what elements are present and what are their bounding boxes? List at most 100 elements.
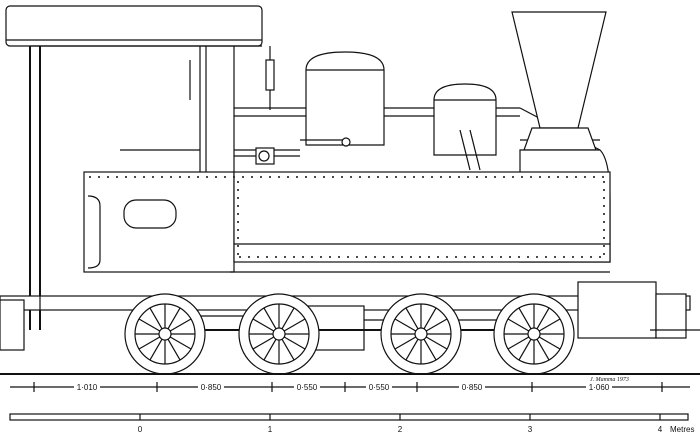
rivet [269, 176, 271, 178]
rivet [491, 256, 493, 258]
wheel-spoke [518, 307, 532, 330]
scale-tick-label: 2 [398, 425, 403, 434]
wheel-spoke [538, 336, 561, 350]
wheel-spoke [167, 307, 181, 330]
rivet [341, 176, 343, 178]
rivet [566, 176, 568, 178]
rivet [197, 176, 199, 178]
rivet [206, 176, 208, 178]
scale-unit-label: Metres [670, 425, 694, 434]
rivet [368, 176, 370, 178]
wheel-spoke [507, 318, 530, 332]
rivet [603, 181, 605, 183]
rivet [383, 256, 385, 258]
rivet [603, 221, 605, 223]
rivet [581, 256, 583, 258]
rivet [278, 176, 280, 178]
rivet [548, 176, 550, 178]
rivet [584, 176, 586, 178]
wheel-spoke [394, 336, 417, 350]
rivet [473, 256, 475, 258]
rivet [161, 176, 163, 178]
rivet [557, 176, 559, 178]
rivet [116, 176, 118, 178]
scale-bar: 0 1 2 3 4 Metres [9, 413, 694, 434]
rivet [311, 256, 313, 258]
wheel-spoke [169, 318, 192, 332]
rivet [251, 176, 253, 178]
dimension-label: 0·550 [297, 383, 318, 392]
rivet [500, 256, 502, 258]
rivet [237, 221, 239, 223]
rivet [338, 256, 340, 258]
rivet [329, 256, 331, 258]
wheel-spoke [169, 336, 192, 350]
wheel-spoke [283, 336, 306, 350]
rivet [143, 176, 145, 178]
rivet [603, 213, 605, 215]
wheel-spoke [507, 336, 530, 350]
rivet [386, 176, 388, 178]
rivet [332, 176, 334, 178]
rivet [401, 256, 403, 258]
rivet [320, 256, 322, 258]
dimension-line: 1·010 0·850 0·550 0·550 0·850 1·060 J. M… [10, 377, 690, 393]
cab-roof [5, 5, 263, 47]
rivet [530, 176, 532, 178]
rivet [237, 213, 239, 215]
wheel-spoke [283, 318, 306, 332]
rivet [545, 256, 547, 258]
rivet [437, 256, 439, 258]
wheel-spoke [167, 338, 181, 361]
rivets [89, 176, 605, 258]
wheel-spoke [536, 338, 550, 361]
rivet [134, 176, 136, 178]
rivet [233, 176, 235, 178]
rivet [413, 176, 415, 178]
rivet [590, 256, 592, 258]
signature: J. Mamma 1973 [590, 377, 629, 383]
rivet [464, 256, 466, 258]
wheel-spoke [138, 318, 161, 332]
rivet [374, 256, 376, 258]
rivet [237, 197, 239, 199]
rivet [284, 256, 286, 258]
wheel-spoke [149, 307, 163, 330]
rivet [512, 176, 514, 178]
rivet [359, 176, 361, 178]
rivet [356, 256, 358, 258]
wheel-spoke [149, 338, 163, 361]
rivet [422, 176, 424, 178]
rivet [350, 176, 352, 178]
rivet [503, 176, 505, 178]
rivet [572, 256, 574, 258]
rivet [527, 256, 529, 258]
rivet [494, 176, 496, 178]
wheel-spoke [281, 338, 295, 361]
rivet [293, 256, 295, 258]
rivet [404, 176, 406, 178]
rivet [593, 176, 595, 178]
sand-dome [433, 83, 497, 156]
rivet [476, 176, 478, 178]
rivet [260, 176, 262, 178]
wheel-spoke [138, 336, 161, 350]
rivet [237, 229, 239, 231]
rivet [428, 256, 430, 258]
rivet [509, 256, 511, 258]
wheel-spoke [281, 307, 295, 330]
rivet [395, 176, 397, 178]
dimension-label: 0·850 [201, 383, 222, 392]
wheel-spoke [538, 318, 561, 332]
rivet [323, 176, 325, 178]
wheel-spoke [425, 336, 448, 350]
rivet [482, 256, 484, 258]
rivet [536, 256, 538, 258]
rivet [599, 256, 601, 258]
rivet [521, 176, 523, 178]
rivet [89, 176, 91, 178]
rivet [603, 197, 605, 199]
rivet [125, 176, 127, 178]
wheel-spoke [252, 336, 275, 350]
